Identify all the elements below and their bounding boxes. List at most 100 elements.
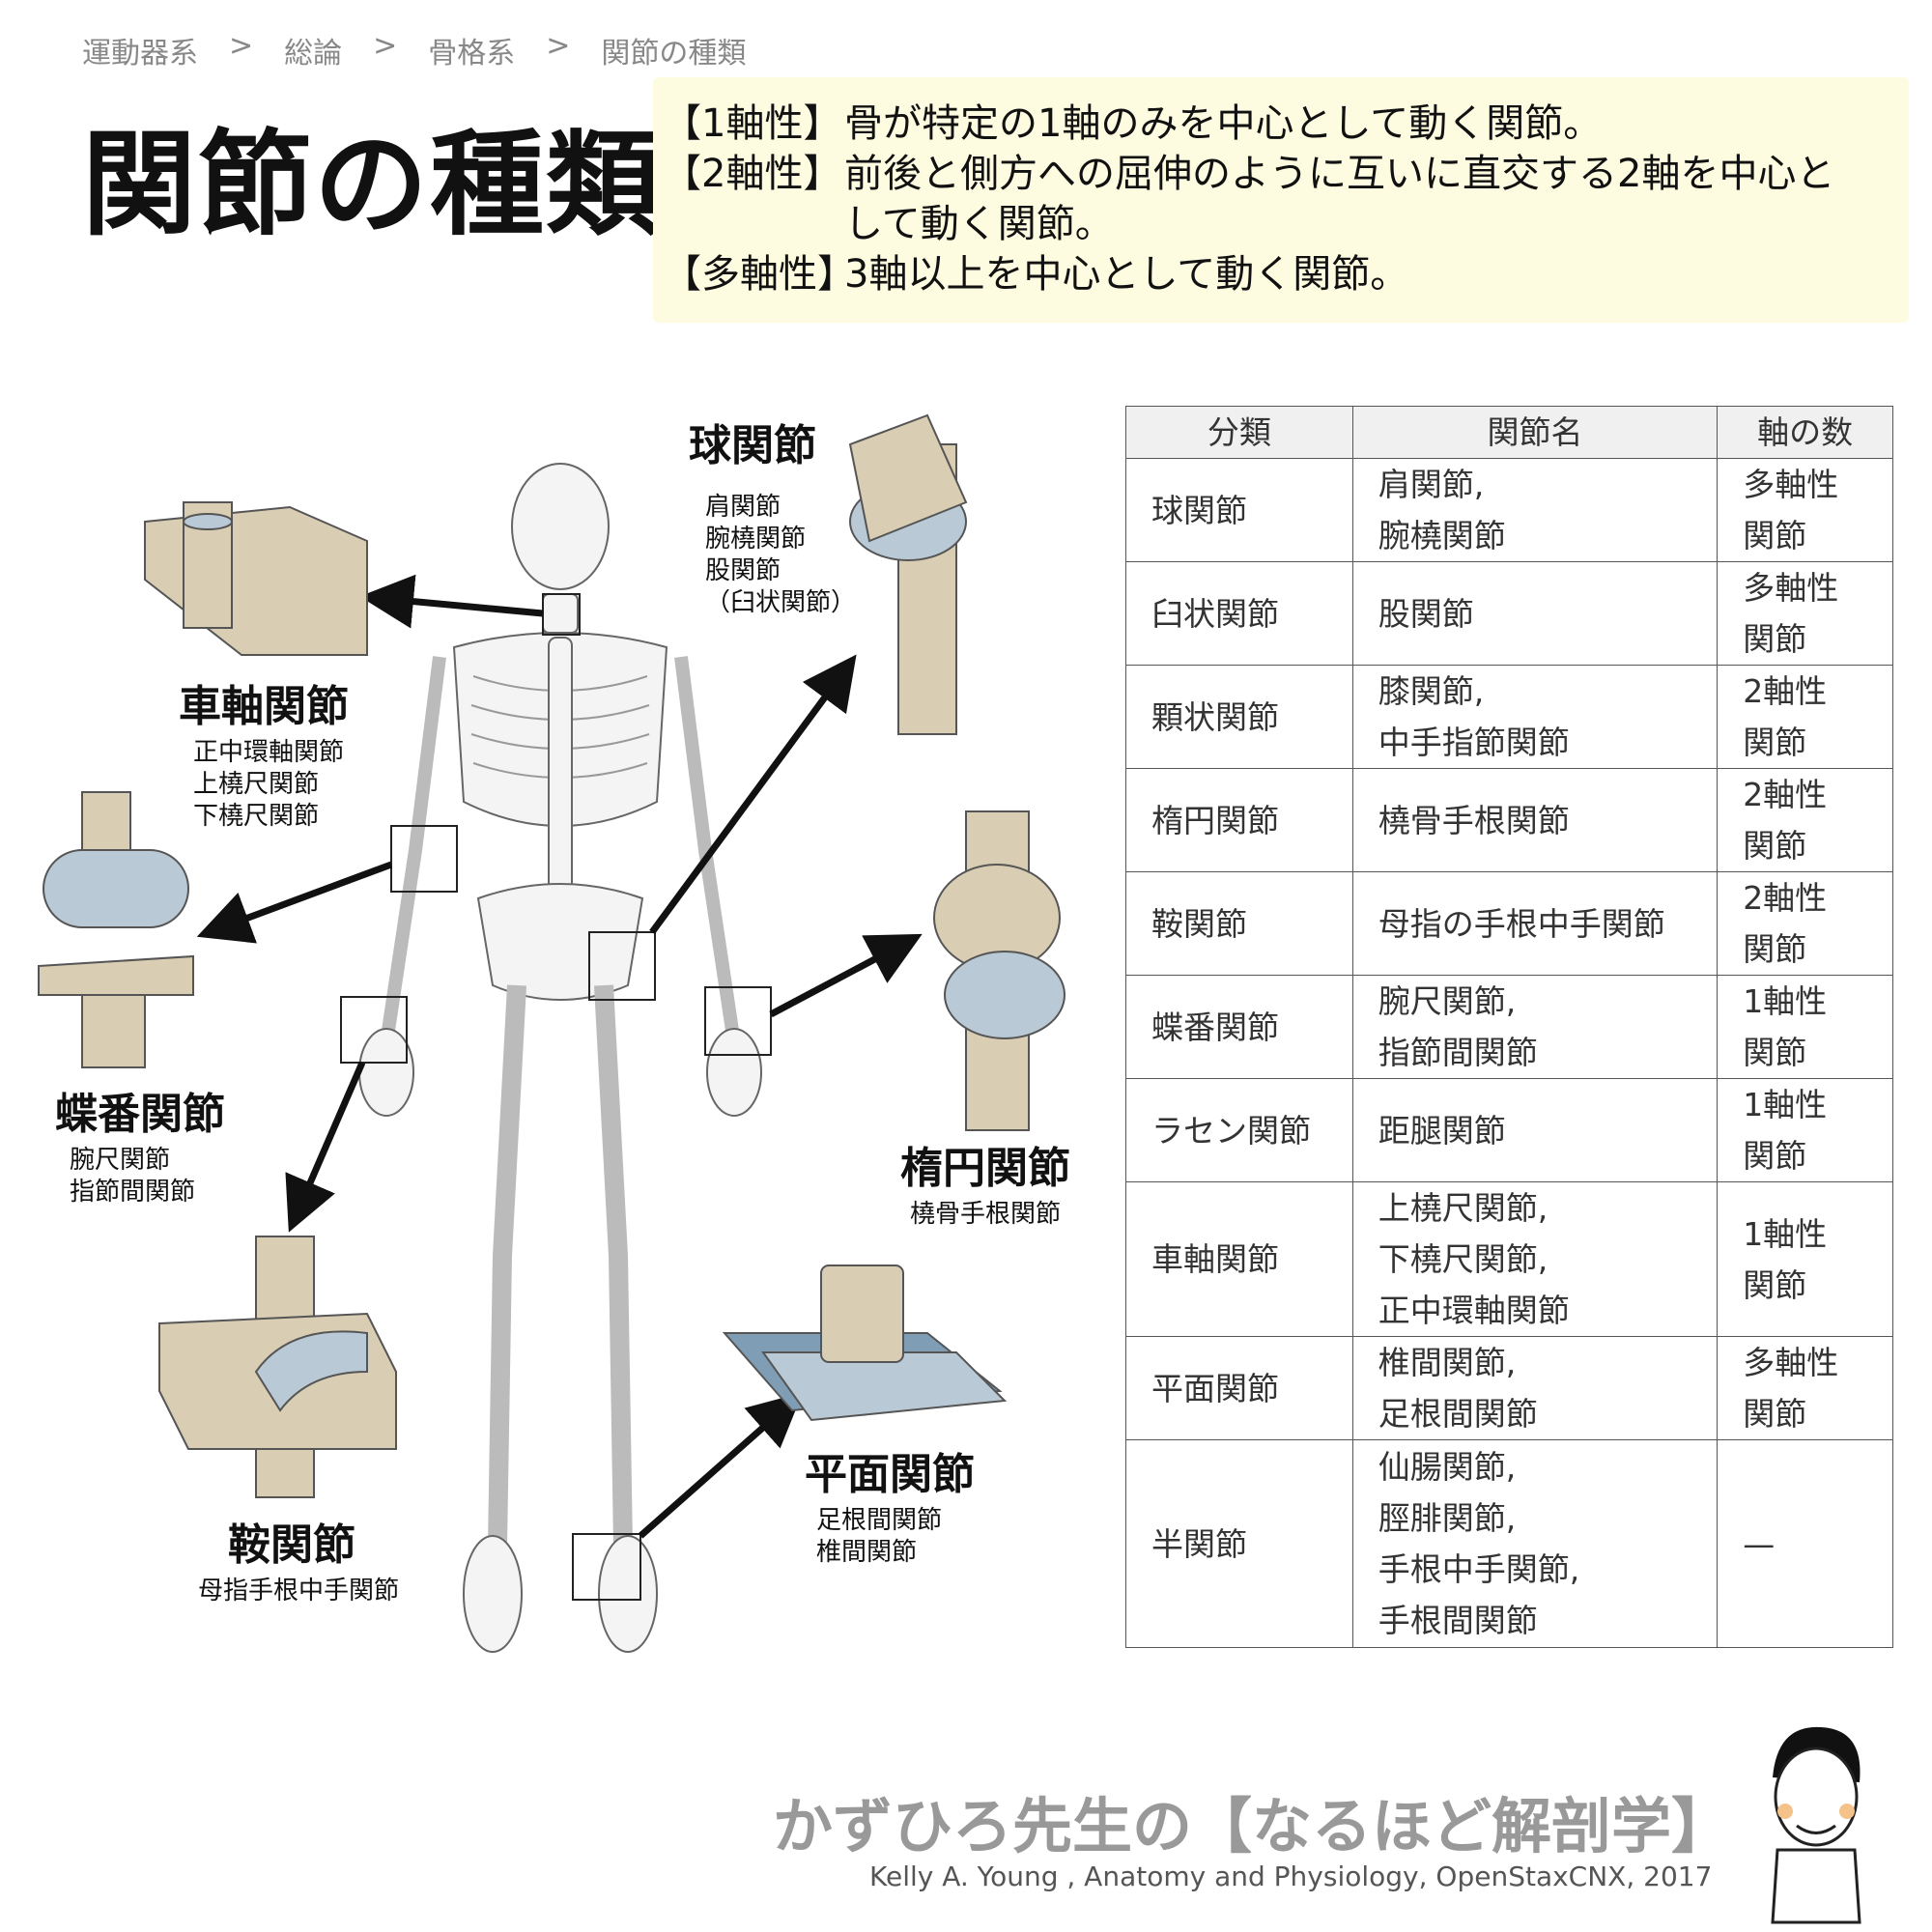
breadcrumb-separator: > xyxy=(373,29,398,63)
axes-text: 関節 xyxy=(1743,1137,1807,1175)
joint-name: 股関節 xyxy=(1378,594,1474,633)
brand-title: かずひろ先生の【なるほど解剖学】 xyxy=(773,1791,1732,1861)
hinge-joint-label: 蝶番関節 腕尺関節指節間関節 xyxy=(55,1079,225,1208)
joint-title: 蝶番関節 xyxy=(55,1090,225,1139)
joint-title: 車軸関節 xyxy=(179,682,349,731)
ball-joint-label: 球関節 肩関節腕橈関節股関節（臼状関節） xyxy=(689,411,856,619)
def-key: 【2軸性】 xyxy=(663,152,842,196)
ball-joint-model xyxy=(848,413,968,735)
credit-text: Kelly A. Young , Anatomy and Physiology,… xyxy=(869,1861,1713,1892)
cell-names: 腕尺関節,指節間関節 xyxy=(1351,975,1719,1079)
joint-name: 上橈尺関節, xyxy=(1378,1189,1548,1227)
cell-axes: 多軸性関節 xyxy=(1717,1336,1893,1440)
cell-type: 半関節 xyxy=(1125,1439,1353,1648)
ellipsoid-joint-label: 楕円関節 橈骨手根関節 xyxy=(900,1133,1070,1231)
type-text: 蝶番関節 xyxy=(1151,1008,1279,1046)
table-row: 鞍関節 母指の手根中手関節 2軸性関節 xyxy=(1125,871,1893,976)
axes-text: 関節 xyxy=(1743,1034,1807,1071)
axes-text: 関節 xyxy=(1743,1265,1807,1304)
cell-names: 肩関節, 腕橈関節 xyxy=(1351,458,1719,562)
joint-name: 距腿関節 xyxy=(1378,1111,1506,1150)
joint-type-table: 分類 関節名 軸の数 球関節肩関節,腕橈関節多軸性関節臼状関節股関節多軸性関節顆… xyxy=(1125,406,1893,1648)
def-text: 3軸以上を中心として動く関節。 xyxy=(844,252,1409,297)
table-row: 半関節仙腸関節,脛腓関節,手根中手関節,手根間関節— xyxy=(1125,1439,1893,1648)
joint-name: 正中環軸関節 xyxy=(1378,1292,1570,1329)
axes-text: 関節 xyxy=(1743,930,1807,968)
teacher-cartoon-icon xyxy=(1771,1726,1861,1924)
plane-joint-label: 平面関節 足根間関節椎間関節 xyxy=(805,1439,975,1569)
joint-name: 脛腓関節, xyxy=(1378,1499,1517,1537)
cell-axes: 1軸性関節 xyxy=(1717,1078,1893,1182)
axes-text: 多軸性 xyxy=(1743,466,1839,503)
cell-names: 仙腸関節,脛腓関節,手根中手関節,手根間関節 xyxy=(1351,1439,1719,1648)
cell-axes: 2軸性関節 xyxy=(1717,871,1893,976)
type-text: 平面関節 xyxy=(1151,1369,1279,1407)
axes-text: 1軸性 xyxy=(1743,1214,1828,1253)
axes-text: 2軸性 xyxy=(1743,879,1828,917)
definition-box: 【1軸性】骨が特定の1軸のみを中心として動く関節。 【2軸性】前後と側方への屈伸… xyxy=(653,77,1909,323)
breadcrumb-separator: > xyxy=(546,29,571,63)
joint-name: 指節間関節 xyxy=(1378,1034,1538,1071)
joint-name: 下橈尺関節, xyxy=(1378,1240,1548,1278)
cell-type: ラセン関節 xyxy=(1125,1078,1353,1182)
cell-type: 蝶番関節 xyxy=(1125,975,1353,1079)
axes-text: 2軸性 xyxy=(1743,776,1828,813)
cell-axes: 多軸性関節 xyxy=(1717,458,1893,562)
joint-name: 中手指節関節 xyxy=(1378,724,1570,761)
type-text: 顆状関節 xyxy=(1151,697,1279,736)
saddle-joint-model xyxy=(158,1236,397,1498)
cell-names: 距腿関節 xyxy=(1351,1078,1719,1182)
axes-text: — xyxy=(1743,1524,1776,1563)
breadcrumb-separator: > xyxy=(229,29,254,63)
header-axes: 軸の数 xyxy=(1717,406,1893,459)
plane-joint-model xyxy=(722,1264,1008,1422)
type-text: 臼状関節 xyxy=(1151,594,1279,633)
joint-name: 手根中手関節, xyxy=(1378,1550,1580,1588)
axes-text: 関節 xyxy=(1743,517,1807,554)
pivot-joint-model xyxy=(144,501,368,656)
type-text: 球関節 xyxy=(1151,491,1247,529)
axes-text: 多軸性 xyxy=(1743,569,1839,607)
cell-type: 平面関節 xyxy=(1125,1336,1353,1440)
joint-examples: 肩関節腕橈関節股関節（臼状関節） xyxy=(705,493,857,617)
joint-name: 足根間関節 xyxy=(1378,1395,1538,1433)
cell-names: 母指の手根中手関節 xyxy=(1351,871,1719,976)
def-key: 【多軸性】 xyxy=(663,252,856,297)
joint-name: 膝関節, xyxy=(1378,672,1485,710)
cell-axes: 2軸性関節 xyxy=(1717,665,1893,769)
axes-text: 1軸性 xyxy=(1743,1086,1828,1123)
joint-location-boxes xyxy=(340,593,772,1601)
breadcrumb-item[interactable]: 総論 xyxy=(284,37,343,71)
joint-name: 仙腸関節, xyxy=(1378,1448,1517,1486)
def-text: 骨が特定の1軸のみを中心として動く関節。 xyxy=(844,101,1603,146)
table-row: 臼状関節股関節多軸性関節 xyxy=(1125,561,1893,666)
cell-names: 上橈尺関節, 下橈尺関節, 正中環軸関節 xyxy=(1351,1181,1719,1337)
breadcrumb-item[interactable]: 関節の種類 xyxy=(601,37,747,71)
page-title: 関節の種類 xyxy=(82,118,663,251)
cell-axes: 1軸性関節 xyxy=(1717,975,1893,1079)
ellipsoid-joint-model xyxy=(933,810,1065,1131)
cell-axes: — xyxy=(1717,1439,1893,1648)
joint-illustrations xyxy=(38,413,1065,1653)
table-row: ラセン関節 距腿関節 1軸性関節 xyxy=(1125,1078,1893,1182)
header-type: 分類 xyxy=(1125,406,1353,459)
saddle-joint-label: 鞍関節 母指手根中手関節 xyxy=(198,1510,399,1607)
joint-name: 母指の手根中手関節 xyxy=(1378,904,1665,943)
cell-type: 球関節 xyxy=(1125,458,1353,562)
type-text: 鞍関節 xyxy=(1151,904,1247,943)
type-text: ラセン関節 xyxy=(1151,1111,1311,1150)
joint-name: 腕橈関節 xyxy=(1378,517,1506,554)
breadcrumb: 運動器系 > 総論 > 骨格系 > 関節の種類 xyxy=(82,29,746,71)
pointer-arrows xyxy=(196,574,923,1539)
joint-name: 椎間関節, xyxy=(1378,1344,1517,1381)
joint-name: 橈骨手根関節 xyxy=(1378,801,1570,839)
joint-name: 肩関節, xyxy=(1378,466,1485,503)
breadcrumb-item[interactable]: 運動器系 xyxy=(82,37,198,71)
breadcrumb-item[interactable]: 骨格系 xyxy=(428,37,516,71)
axes-text: 関節 xyxy=(1743,827,1807,865)
skeleton-illustration xyxy=(358,463,762,1653)
cell-type: 鞍関節 xyxy=(1125,871,1353,976)
